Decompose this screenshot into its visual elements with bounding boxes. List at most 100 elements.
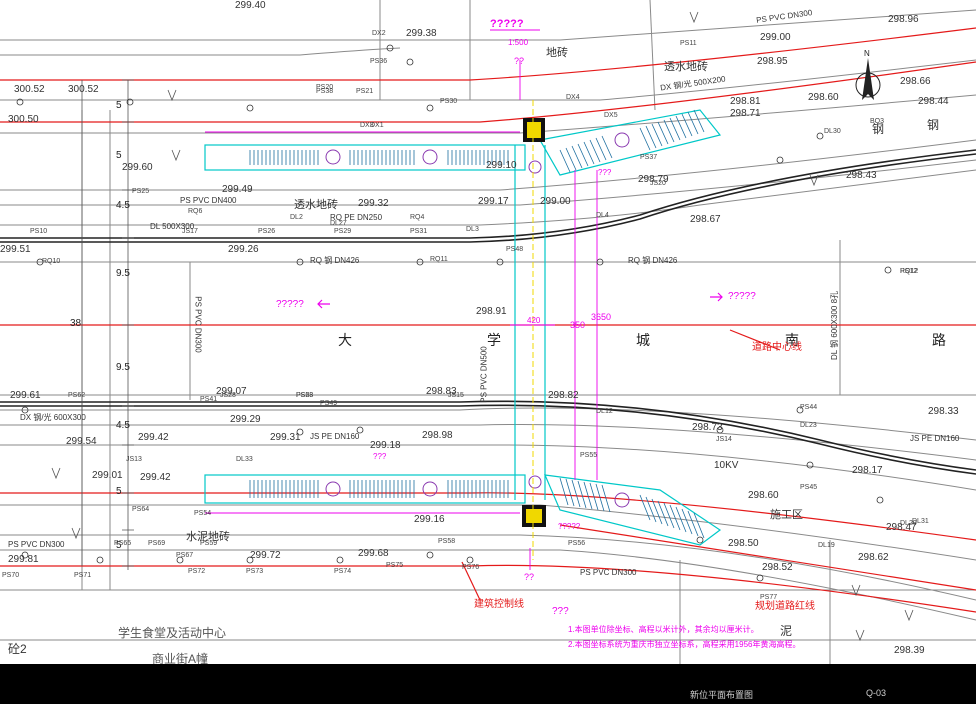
left-magenta-label: ????? <box>276 299 304 310</box>
point-label: DX2 <box>372 30 386 37</box>
point-label: PS58 <box>438 538 456 545</box>
elevation-label: 298.52 <box>762 562 793 573</box>
point-label: RQ4 <box>410 214 425 221</box>
dim-5-d: 5 <box>116 540 122 551</box>
elevation-label: 298.81 <box>730 96 761 107</box>
point-label: DX5 <box>604 112 618 119</box>
elevation-label: 298.66 <box>900 76 931 87</box>
utility-dn500-vertical: PS PVC DN500 <box>479 346 489 403</box>
road-char-4: 南 <box>785 332 799 348</box>
point-label: PS72 <box>188 568 206 575</box>
point-label: DL30 <box>824 128 841 135</box>
right-magenta-label: ????? <box>728 291 756 302</box>
elevation-label: 298.71 <box>730 108 761 119</box>
dim-9-5-b: 9.5 <box>116 362 130 373</box>
bottom-arrow-label: ?? <box>524 572 535 582</box>
elevation-label: 300.52 <box>68 84 99 95</box>
building-commercial: 商业街A幢 <box>152 652 209 664</box>
building-mud: 泥 <box>780 624 793 638</box>
utility-rq-pe-dn250: RQ PE DN250 <box>330 213 383 222</box>
point-label: PS62 <box>68 392 86 399</box>
scale-label: 1:500 <box>508 38 529 47</box>
elevation-label: 299.51 <box>0 244 31 255</box>
traffic-arrows <box>317 292 723 309</box>
utility-10kv: 10KV <box>714 460 739 471</box>
point-label: PS56 <box>568 540 586 547</box>
point-label: JS17 <box>182 228 198 235</box>
road-red-line-label: 规划道路红线 <box>755 601 815 612</box>
point-label: PS67 <box>176 552 194 559</box>
note-2: 2.本图坐标系统为重庆市独立坐标系，高程采用1956年黄海高程。 <box>568 640 801 649</box>
dimension-lines <box>205 29 598 570</box>
elevation-label: 299.18 <box>370 440 401 451</box>
point-label: DL33 <box>236 456 253 463</box>
drawing-title: ????? <box>490 18 524 30</box>
point-label: PS65 <box>114 540 132 547</box>
drawing-sheet: N ????? 1:500 ?? ?? ??? ????? ????? ????… <box>0 0 976 664</box>
utility-js-pe-dn160-right: JS PE DN160 <box>910 434 960 443</box>
point-label: PS11 <box>680 40 697 47</box>
point-label: DL12 <box>596 408 613 415</box>
point-label: PS55 <box>580 452 598 459</box>
elevation-label: 299.49 <box>222 184 253 195</box>
elevation-label: 299.29 <box>230 414 261 425</box>
title-block-name: 新位平面布置图 <box>690 690 754 700</box>
point-label: PS31 <box>410 228 428 235</box>
dim-5-a: 5 <box>116 150 122 161</box>
elevation-label: 298.60 <box>748 490 779 501</box>
utility-dl-600x300: DL 钢 600X300 8孔 <box>830 290 840 361</box>
elevation-label: 298.60 <box>808 92 839 103</box>
dim-5-c: 5 <box>116 486 122 497</box>
building-annex: 砼2 <box>8 642 27 656</box>
bottom-pink-marker: ??? <box>373 452 387 461</box>
point-label: PS75 <box>386 562 404 569</box>
point-label: PS74 <box>334 568 352 575</box>
elevation-label: 299.38 <box>406 28 437 39</box>
point-label: JS13 <box>126 456 142 463</box>
utility-dn300-vertical: PS PVC DN300 <box>193 296 203 353</box>
elevation-label: 299.17 <box>478 196 509 207</box>
elevation-label: 299.42 <box>138 432 169 443</box>
north-arrow-icon: N <box>855 49 881 100</box>
dim-3650: 3650 <box>591 312 612 322</box>
dim-350: 350 <box>570 320 586 330</box>
building-steel-2: 钢 <box>927 118 940 132</box>
road-centerline-label: 道路中心线 <box>752 342 802 353</box>
point-label: DL4 <box>596 212 609 219</box>
point-label: DL3 <box>466 226 479 233</box>
point-label: PS45 <box>800 484 818 491</box>
elevation-label: 298.67 <box>690 214 721 225</box>
point-label: PS59 <box>200 540 218 547</box>
elevation-label: 299.60 <box>122 162 153 173</box>
elevation-label: 298.62 <box>858 552 889 563</box>
surface-bottom-cement: 水泥地砖 <box>186 531 230 543</box>
point-label: PS26 <box>258 228 276 235</box>
elevation-label: 298.44 <box>918 96 949 107</box>
survey-points <box>16 44 892 582</box>
elevation-label: 298.98 <box>422 430 453 441</box>
note-1: 1.本图单位除坐标、高程以米计外，其余均以厘米计。 <box>568 625 759 634</box>
title-block <box>0 664 976 704</box>
left-dimension-ticks <box>81 79 134 570</box>
road-char-2: 学 <box>487 332 501 348</box>
stair-columns <box>325 132 630 508</box>
point-label: PS41 <box>200 396 218 403</box>
utility-ps-pvc-dn400: PS PVC DN400 <box>180 196 237 205</box>
point-label: PS30 <box>440 98 458 105</box>
point-label: PS28 <box>296 392 314 399</box>
elevation-label: 298.43 <box>846 170 877 181</box>
road-char-1: 大 <box>338 332 352 348</box>
point-label: DL2 <box>290 214 303 221</box>
point-label: DX1 <box>370 122 384 129</box>
elevation-label: 298.33 <box>928 406 959 417</box>
stair-hatching <box>249 109 705 539</box>
point-label: DX4 <box>566 94 580 101</box>
utility-ps-pvc-dn300-bottom-2: PS PVC DN300 <box>580 568 637 577</box>
elevation-label: 300.52 <box>14 84 45 95</box>
elevation-label: 299.16 <box>414 514 445 525</box>
building-control-line-label: 建筑控制线 <box>474 599 524 610</box>
point-label: PS20 <box>316 84 334 91</box>
surface-top-brick-3: 地砖 <box>546 47 568 59</box>
elevation-label: 299.10 <box>486 160 517 171</box>
elevation-label: 299.72 <box>250 550 281 561</box>
